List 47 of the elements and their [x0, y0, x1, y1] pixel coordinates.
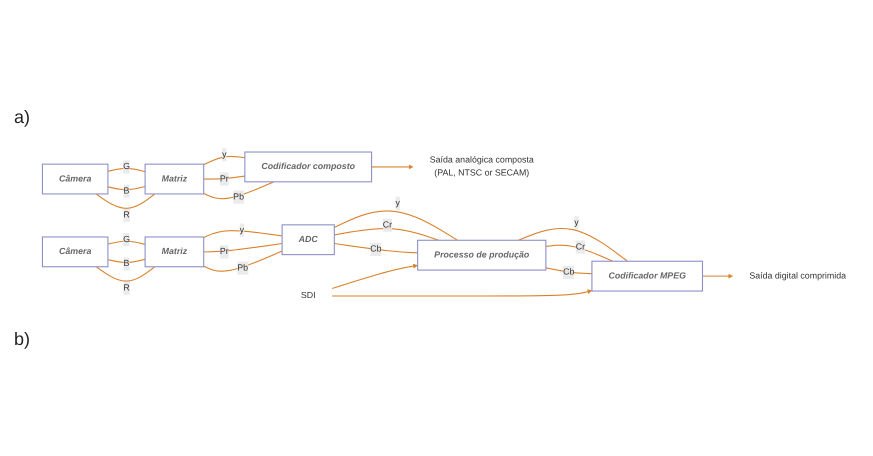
edge-label: Cr — [382, 220, 392, 230]
connector — [518, 228, 628, 262]
node-box: Matriz — [144, 163, 204, 194]
connector — [203, 156, 245, 166]
edge-label: Pr — [220, 174, 229, 184]
node-text: SDI — [300, 290, 316, 300]
edge-label: Pb — [233, 192, 244, 202]
edge-label: y — [240, 225, 244, 234]
edge-label: R — [123, 210, 130, 220]
edge-label: B — [124, 186, 130, 196]
node-box: Codificador MPEG — [591, 260, 704, 292]
connector — [546, 267, 592, 274]
edge-label: G — [123, 162, 130, 172]
edge-label: y — [395, 198, 400, 208]
node-text: Saída digital comprimida — [749, 271, 846, 280]
connector — [204, 242, 282, 252]
node-box: Câmera — [42, 163, 108, 194]
connector — [334, 210, 458, 241]
node-box: Matriz — [144, 236, 204, 268]
edge-label: G — [123, 234, 130, 244]
connector — [334, 228, 439, 241]
edge-label: Pb — [237, 263, 248, 272]
node-text: Saída analógica composta (PAL, NTSC or SECAM) — [430, 155, 534, 178]
connector — [546, 244, 614, 262]
panel-label: b) — [14, 328, 30, 350]
edge-label: Pr — [220, 246, 229, 256]
edge-label: Cb — [370, 244, 382, 254]
node-box: ADC — [282, 224, 335, 256]
edge-label: y — [574, 218, 579, 228]
connector — [96, 193, 156, 209]
edge-label: Cb — [563, 267, 574, 277]
connector — [96, 266, 156, 282]
edge-label: y — [222, 150, 226, 160]
node-box: Processo de produção — [417, 240, 546, 270]
connector — [334, 242, 418, 254]
edge-label: Cr — [576, 242, 586, 252]
arrow — [702, 274, 734, 278]
arrow — [332, 264, 418, 289]
edge-label: B — [124, 258, 130, 268]
connector — [203, 230, 282, 238]
arrow — [372, 164, 414, 170]
node-box: Codificador composto — [244, 151, 372, 182]
arrow — [332, 289, 592, 296]
panel-label: a) — [14, 106, 30, 128]
connector — [203, 181, 274, 200]
node-box: Câmera — [42, 236, 108, 268]
edge-label: R — [123, 283, 130, 293]
